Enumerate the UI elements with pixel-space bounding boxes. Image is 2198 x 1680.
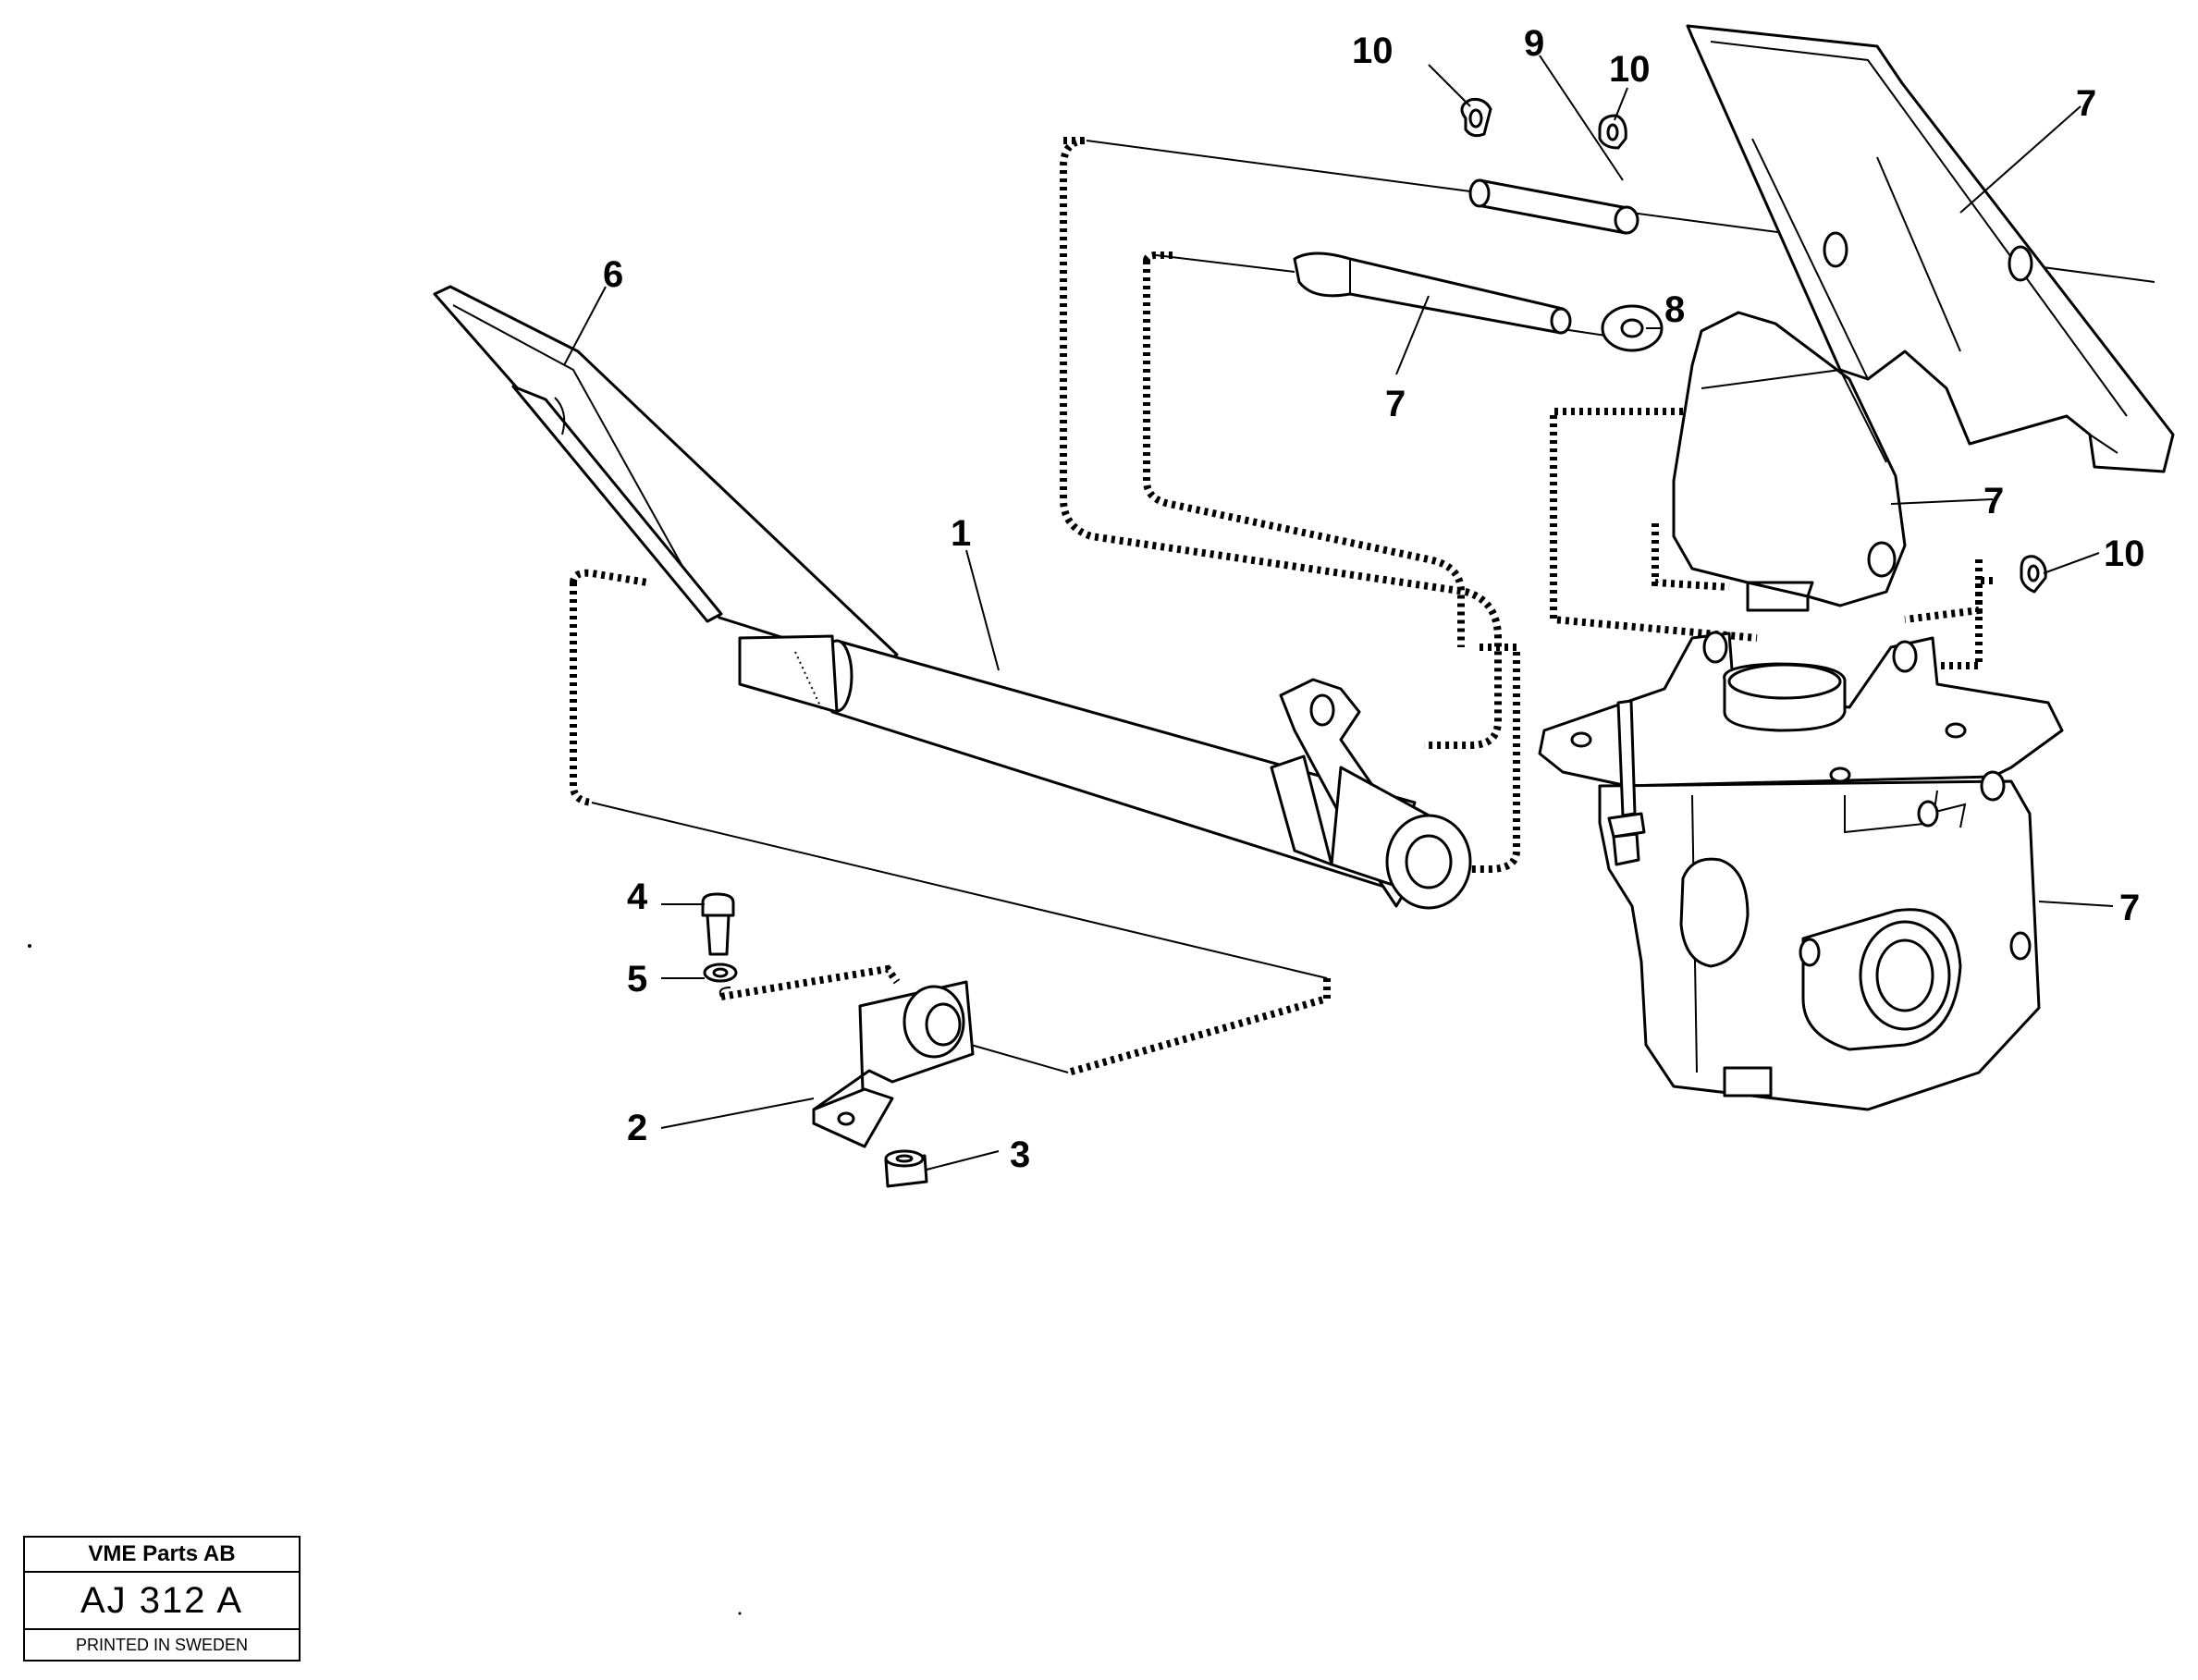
circlip-right xyxy=(2020,555,2047,594)
callout-1: 1 xyxy=(951,513,971,554)
clevis-pin xyxy=(1293,251,1572,335)
printed-note: PRINTED IN SWEDEN xyxy=(25,1628,299,1660)
leader-lines xyxy=(563,55,2114,1171)
callout-7-pin: 7 xyxy=(1385,384,1406,424)
callout-8: 8 xyxy=(1664,289,1685,330)
callout-4: 4 xyxy=(627,877,648,917)
company-name: VME Parts AB xyxy=(88,1541,236,1566)
circlip-mid xyxy=(1598,114,1627,150)
washer-5 xyxy=(703,963,738,983)
circlip-left xyxy=(1460,98,1492,138)
nut-3 xyxy=(884,1149,928,1188)
callout-10-right: 10 xyxy=(2104,533,2145,574)
callout-3: 3 xyxy=(1010,1134,1030,1175)
pedal-plate xyxy=(433,285,899,669)
stop-bracket-2 xyxy=(812,980,975,1148)
assembly-guide-lines xyxy=(570,137,2155,1076)
callout-7-bracket: 7 xyxy=(1983,481,2004,521)
pin-9 xyxy=(1468,178,1639,235)
callout-5: 5 xyxy=(627,959,647,999)
callout-6: 6 xyxy=(603,254,623,295)
callout-9: 9 xyxy=(1524,23,1544,64)
callout-7-pedal-cover: 7 xyxy=(2076,83,2096,124)
callout-10-mid: 10 xyxy=(1609,49,1651,90)
callout-7-valve: 7 xyxy=(2119,888,2140,928)
screw-4 xyxy=(701,892,735,956)
title-block: VME Parts AB AJ 312 A PRINTED IN SWEDEN xyxy=(23,1536,301,1662)
drawing-code: AJ 312 A xyxy=(25,1571,299,1628)
pedal-cover xyxy=(1686,24,2175,473)
lever-bracket xyxy=(1672,311,1907,612)
callout-10-left: 10 xyxy=(1352,31,1394,71)
brake-valve xyxy=(1538,631,2064,1111)
callout-2: 2 xyxy=(627,1108,647,1148)
callout-numbers: 1 2 3 4 5 6 7 7 7 7 8 9 10 10 10 xyxy=(603,23,2145,1175)
pedal-shaft xyxy=(738,634,1472,910)
scan-specks xyxy=(28,944,742,1615)
